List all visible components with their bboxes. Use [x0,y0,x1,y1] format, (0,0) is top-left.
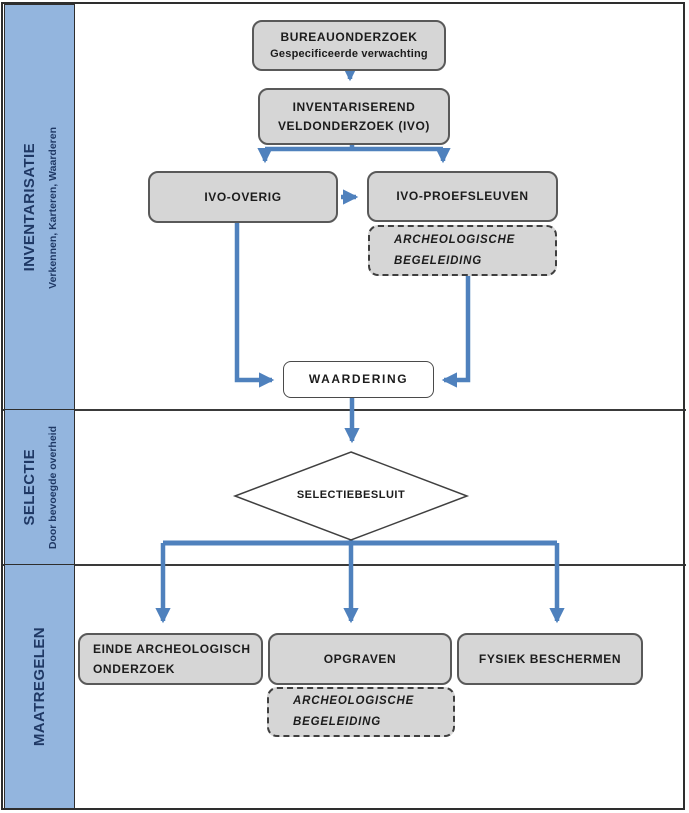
arrow-overig-to-waardering [234,222,275,388]
node-einde-archeologisch-onderzoek: EINDE ARCHEOLOGISCH ONDERZOEK [78,633,263,685]
node-archeologische-begeleiding-boven: ARCHEOLOGISCHE BEGELEIDING [368,225,557,276]
node-bureauonderzoek-subtitle: Gespecificeerde verwachting [270,48,428,61]
node-bureauonderzoek-title: BUREAUONDERZOEK [280,29,418,44]
node-ivo-line2: VELDONDERZOEK (IVO) [277,118,431,133]
node-ivo-overig-label: IVO-OVERIG [204,189,282,204]
node-bureauonderzoek: BUREAUONDERZOEK Gespecificeerde verwacht… [252,20,446,71]
node-ivo-proefsleuven-label: IVO-PROEFSLEUVEN [396,189,529,204]
section-divider-selectie-maatregelen [2,564,686,566]
selectiebesluit-diamond-shape [232,451,470,541]
sidebar-section-inventarisatie: INVENTARISATIE Verkennen, Karteren, Waar… [4,4,75,411]
node-waardering: WAARDERING [283,361,434,398]
node-ivo-overig: IVO-OVERIG [148,171,338,223]
node-arch-boven-line1: ARCHEOLOGISCHE [394,233,516,246]
node-inventariserend-veldonderzoek: INVENTARISEREND VELDONDERZOEK (IVO) [258,88,450,145]
node-waardering-label: WAARDERING [308,372,409,387]
node-einde-line1: EINDE ARCHEOLOGISCH [93,641,251,656]
connector-ivo-split [265,145,443,152]
node-fysiek-label: FYSIEK BESCHERMEN [478,651,622,666]
node-opgraven: OPGRAVEN [268,633,452,685]
node-opgraven-label: OPGRAVEN [323,651,397,666]
node-ivo-line1: INVENTARISEREND [292,99,416,114]
node-arch-onder-line1: ARCHEOLOGISCHE [293,695,415,708]
node-selectiebesluit: SELECTIEBESLUIT [296,489,406,501]
node-arch-onder-line2: BEGELEIDING [293,716,382,728]
sidebar-section-selectie: SELECTIE Door bevoegde overheid [4,409,75,566]
arrow-begeleiding-to-waardering [441,274,471,388]
node-archeologische-begeleiding-onder: ARCHEOLOGISCHE BEGELEIDING [267,687,455,737]
node-einde-line2: ONDERZOEK [93,662,176,676]
node-ivo-proefsleuven: IVO-PROEFSLEUVEN [367,171,558,222]
sidebar-section-maatregelen: MAATREGELEN [4,564,75,809]
section-divider-inventarisatie-selectie [2,409,686,411]
node-arch-boven-line2: BEGELEIDING [394,254,483,267]
node-fysiek-beschermen: FYSIEK BESCHERMEN [457,633,643,685]
